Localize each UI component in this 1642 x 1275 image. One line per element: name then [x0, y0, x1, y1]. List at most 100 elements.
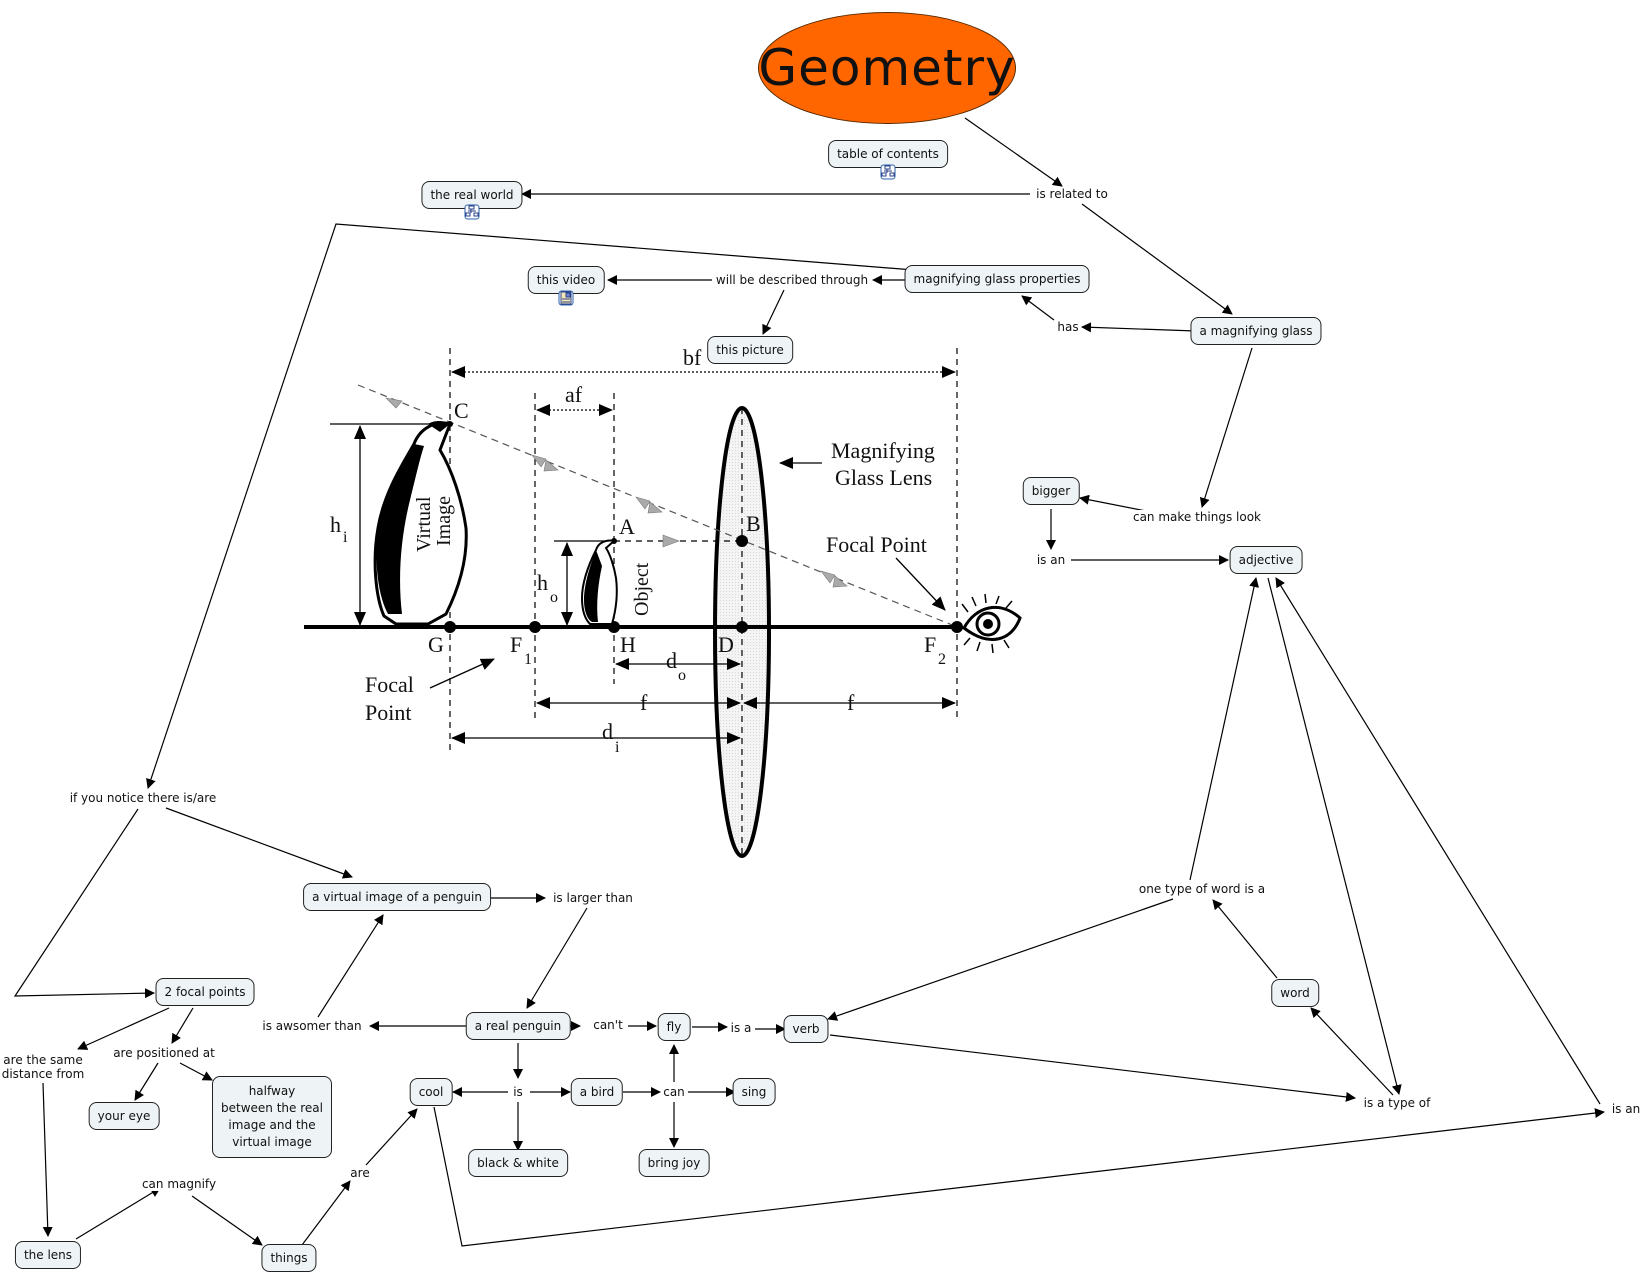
root-title: Geometry [758, 39, 1016, 97]
link-positioned-youreye [134, 1062, 159, 1101]
label-ho: h [537, 570, 548, 595]
link-label-is-related-to[interactable]: is related to [1034, 187, 1110, 201]
node-things[interactable]: things [261, 1244, 317, 1272]
link-canmake-bigger [1079, 494, 1147, 512]
label-lens-1: Magnifying [831, 438, 935, 463]
label-hi: h [330, 512, 341, 537]
link-label-can-magnify[interactable]: can magnify [139, 1177, 219, 1191]
link-label-is-larger-than[interactable]: is larger than [551, 891, 635, 905]
link-positioned-halfway [179, 1062, 213, 1081]
node-halfway-between[interactable]: halfway between the real image and the v… [212, 1076, 332, 1158]
link-label-will-be-described-through[interactable]: will be described through [713, 273, 871, 287]
node-bring-joy[interactable]: bring joy [638, 1149, 710, 1177]
link-ifnotice-focal [13, 808, 155, 999]
ray-arrow-3 [543, 459, 559, 472]
video-document-icon[interactable] [558, 290, 574, 306]
link-ifnotice-virtual [165, 807, 353, 879]
label-b: B [746, 511, 761, 536]
node-sing[interactable]: sing [732, 1078, 776, 1106]
label-f1: F [510, 632, 522, 657]
virtual-image-penguin [373, 421, 468, 626]
concept-map-icon[interactable] [464, 204, 480, 220]
node-fly[interactable]: fly [657, 1013, 691, 1041]
link-lens-canmagnify [75, 1187, 161, 1240]
ray-arrow-7 [832, 575, 848, 588]
link-label-if-you-notice[interactable]: if you notice there is/are [67, 791, 219, 805]
label-di-sub: i [615, 739, 620, 756]
focal-pointer-right [895, 557, 946, 611]
link-label-is-a[interactable]: is a [728, 1021, 754, 1035]
link-magglass-canmake [1199, 347, 1253, 508]
link-described-picture [762, 289, 785, 335]
label-object: Object [631, 562, 653, 616]
link-label-are-positioned-at[interactable]: are positioned at [111, 1046, 217, 1060]
node-word[interactable]: word [1271, 979, 1319, 1007]
link-label-has[interactable]: has [1055, 320, 1081, 334]
point-f2 [951, 621, 963, 633]
node-this-video[interactable]: this video [527, 266, 605, 294]
node-verb[interactable]: verb [783, 1015, 829, 1043]
node-bigger[interactable]: bigger [1022, 477, 1080, 505]
label-bf: bf [683, 345, 702, 370]
node-a-real-penguin[interactable]: a real penguin [465, 1012, 571, 1040]
node-the-lens[interactable]: the lens [14, 1241, 82, 1269]
point-f1 [529, 621, 541, 633]
link-focal-positioned [171, 1007, 194, 1044]
optics-diagram: bf af C A B G F 1 H D F 2 h i h o d o f … [304, 345, 1022, 858]
link-cool-isan2 [433, 1106, 1605, 1247]
label-f1-sub: 1 [524, 651, 532, 668]
link-label-can-make-things-look[interactable]: can make things look [1130, 510, 1264, 524]
node-a-magnifying-glass[interactable]: a magnifying glass [1190, 317, 1322, 345]
link-label-is-awsomer-than[interactable]: is awsomer than [260, 1019, 364, 1033]
link-word-onetype [1212, 899, 1278, 979]
label-a: A [619, 514, 635, 539]
label-image: Image [433, 496, 455, 546]
link-onetype-verb [827, 898, 1174, 1021]
link-things-are [301, 1180, 351, 1246]
link-label-one-type-of-word-is-a[interactable]: one type of word is a [1136, 882, 1268, 896]
point-b [736, 535, 748, 547]
link-label-are-the-same-distance-from[interactable]: are the same distance from [0, 1053, 90, 1081]
node-this-picture[interactable]: this picture [707, 336, 793, 364]
link-geometry-isrelated [964, 117, 1063, 187]
node-adjective[interactable]: adjective [1229, 546, 1303, 574]
link-has-props [1021, 295, 1055, 321]
link-verb-istypeof [829, 1034, 1356, 1102]
link-istypeof-word [1310, 1007, 1394, 1096]
label-di: d [602, 719, 613, 744]
point-g [444, 621, 456, 633]
label-d: D [718, 632, 734, 657]
link-adjective-istypeof [1267, 577, 1402, 1095]
node-the-real-world[interactable]: the real world [421, 181, 523, 209]
link-isrelated-magglass [1081, 203, 1233, 315]
link-props-ifnotice [146, 223, 915, 789]
ray-arrow-8 [662, 534, 680, 548]
node-magnifying-glass-properties[interactable]: magnifying glass properties [904, 265, 1090, 293]
link-samedist-lens [42, 1082, 53, 1237]
label-focal-right: Focal Point [826, 532, 927, 557]
node-black-and-white[interactable]: black & white [468, 1149, 568, 1177]
label-f-right: f [847, 690, 855, 715]
link-label-are[interactable]: are [348, 1166, 372, 1180]
node-cool[interactable]: cool [409, 1078, 453, 1106]
node-virtual-image-of-a-penguin[interactable]: a virtual image of a penguin [303, 883, 491, 911]
node-your-eye[interactable]: your eye [88, 1102, 160, 1130]
link-label-is-an-2[interactable]: is an [1609, 1102, 1642, 1116]
link-label-is-an[interactable]: is an [1034, 553, 1068, 567]
link-magglass-has [1081, 322, 1197, 333]
label-h: H [620, 632, 636, 657]
node-2-focal-points[interactable]: 2 focal points [155, 978, 255, 1006]
concept-map-icon[interactable] [880, 164, 896, 180]
label-do: d [666, 648, 677, 673]
node-table-of-contents[interactable]: table of contents [828, 140, 948, 168]
link-label-is[interactable]: is [511, 1085, 525, 1099]
label-focal-left-2: Point [365, 700, 411, 725]
link-larger-realpenguin [526, 907, 588, 1009]
link-label-can[interactable]: can [661, 1085, 687, 1099]
link-label-cant[interactable]: can't [591, 1018, 625, 1032]
link-label-is-a-type-of[interactable]: is a type of [1361, 1096, 1433, 1110]
link-canmagnify-things [191, 1195, 263, 1246]
label-f2: F [924, 632, 936, 657]
node-a-bird[interactable]: a bird [570, 1078, 624, 1106]
root-concept-geometry[interactable]: Geometry [758, 12, 1016, 124]
